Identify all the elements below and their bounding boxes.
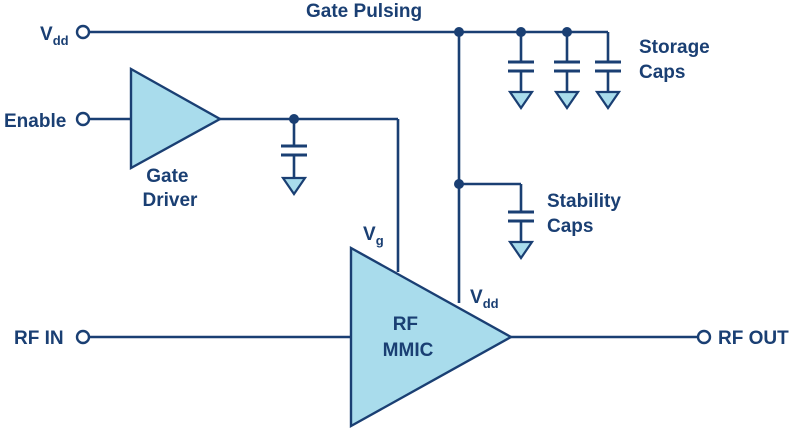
rf-in-label: RF IN bbox=[14, 328, 64, 349]
rf-mmic-amplifier bbox=[349, 245, 514, 429]
storage-capacitor-2 bbox=[553, 32, 581, 110]
ground-icon bbox=[594, 90, 622, 110]
rf-in-terminal bbox=[75, 329, 91, 345]
gate-capacitor bbox=[280, 119, 308, 196]
ground-icon bbox=[507, 90, 535, 110]
ground-icon bbox=[507, 240, 535, 260]
vdd-amp-label: Vdd bbox=[470, 287, 499, 311]
gate-driver-amplifier bbox=[129, 66, 223, 171]
enable-terminal bbox=[75, 111, 91, 127]
ground-icon bbox=[280, 176, 308, 196]
stability-caps-label: Stability Caps bbox=[547, 191, 626, 237]
vg-label: Vg bbox=[363, 224, 384, 248]
storage-capacitor-1 bbox=[507, 32, 535, 110]
vdd-label: Vdd bbox=[40, 24, 69, 48]
rf-out-terminal bbox=[696, 329, 712, 345]
vdd-terminal bbox=[75, 24, 91, 40]
rf-out-label: RF OUT bbox=[718, 328, 789, 349]
enable-label: Enable bbox=[4, 111, 66, 132]
gate-pulsing-label: Gate Pulsing bbox=[306, 1, 422, 22]
stability-capacitor bbox=[459, 182, 535, 260]
ground-icon bbox=[553, 90, 581, 110]
rf-mmic-label: RF MMIC bbox=[383, 314, 434, 361]
storage-caps-label: Storage Caps bbox=[639, 37, 715, 83]
gate-driver-label: Gate Driver bbox=[143, 166, 199, 211]
storage-capacitor-3 bbox=[594, 32, 622, 110]
